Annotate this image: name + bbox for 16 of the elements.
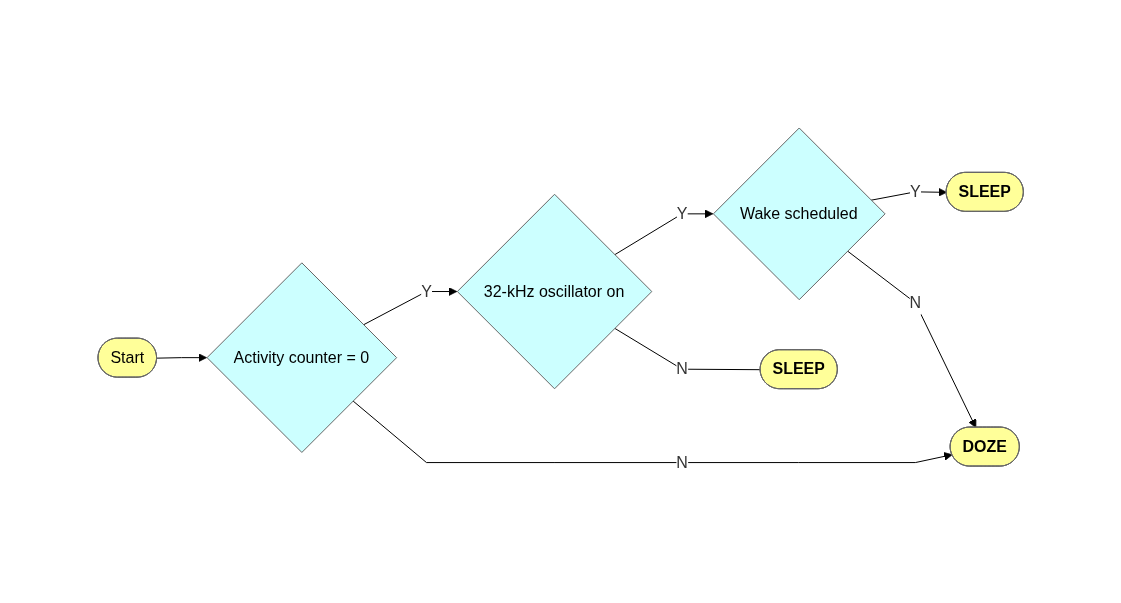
- arrow: [156, 353, 207, 363]
- edge-label: N: [676, 453, 688, 471]
- edge-label: N: [909, 293, 921, 311]
- connector: [613, 327, 761, 371]
- arrow: [352, 400, 953, 464]
- node-diamond: Activity counter = 0: [206, 262, 397, 454]
- edge-label: N: [676, 360, 688, 378]
- arrow: [613, 209, 714, 256]
- edge-label: Y: [420, 282, 432, 300]
- edge-label: Y: [909, 183, 921, 201]
- arrow: [870, 188, 947, 201]
- arrow: [846, 250, 977, 429]
- node-diamond: 32-kHz oscillator on: [456, 194, 653, 390]
- arrow: [362, 287, 458, 326]
- edge-label: Y: [676, 205, 688, 223]
- node-diamond: Wake scheduled: [712, 127, 886, 301]
